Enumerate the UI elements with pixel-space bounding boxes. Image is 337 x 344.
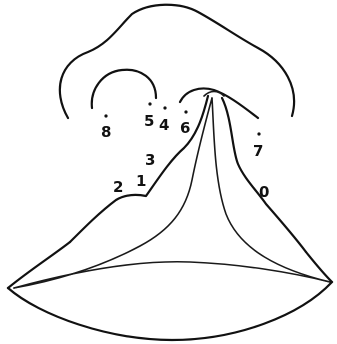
label-dot-6: [184, 110, 187, 113]
label-dot-5: [148, 102, 151, 105]
label-1: 1: [136, 172, 146, 190]
peak-left-ridge: [70, 96, 208, 242]
label-dot-8: [104, 114, 107, 117]
outer-cap-arc: [60, 5, 294, 118]
label-5: 5: [144, 112, 154, 130]
label-dot-7: [257, 132, 260, 135]
inner-left-arc: [92, 70, 156, 108]
lens-bottom-edge: [8, 282, 332, 340]
label-0: 0: [259, 183, 269, 201]
label-2: 2: [113, 178, 123, 196]
label-dot-4: [163, 106, 166, 109]
label-7: 7: [253, 142, 263, 160]
label-8: 8: [101, 123, 111, 141]
label-4: 4: [159, 116, 169, 134]
label-6: 6: [180, 119, 190, 137]
label-3: 3: [145, 151, 155, 169]
